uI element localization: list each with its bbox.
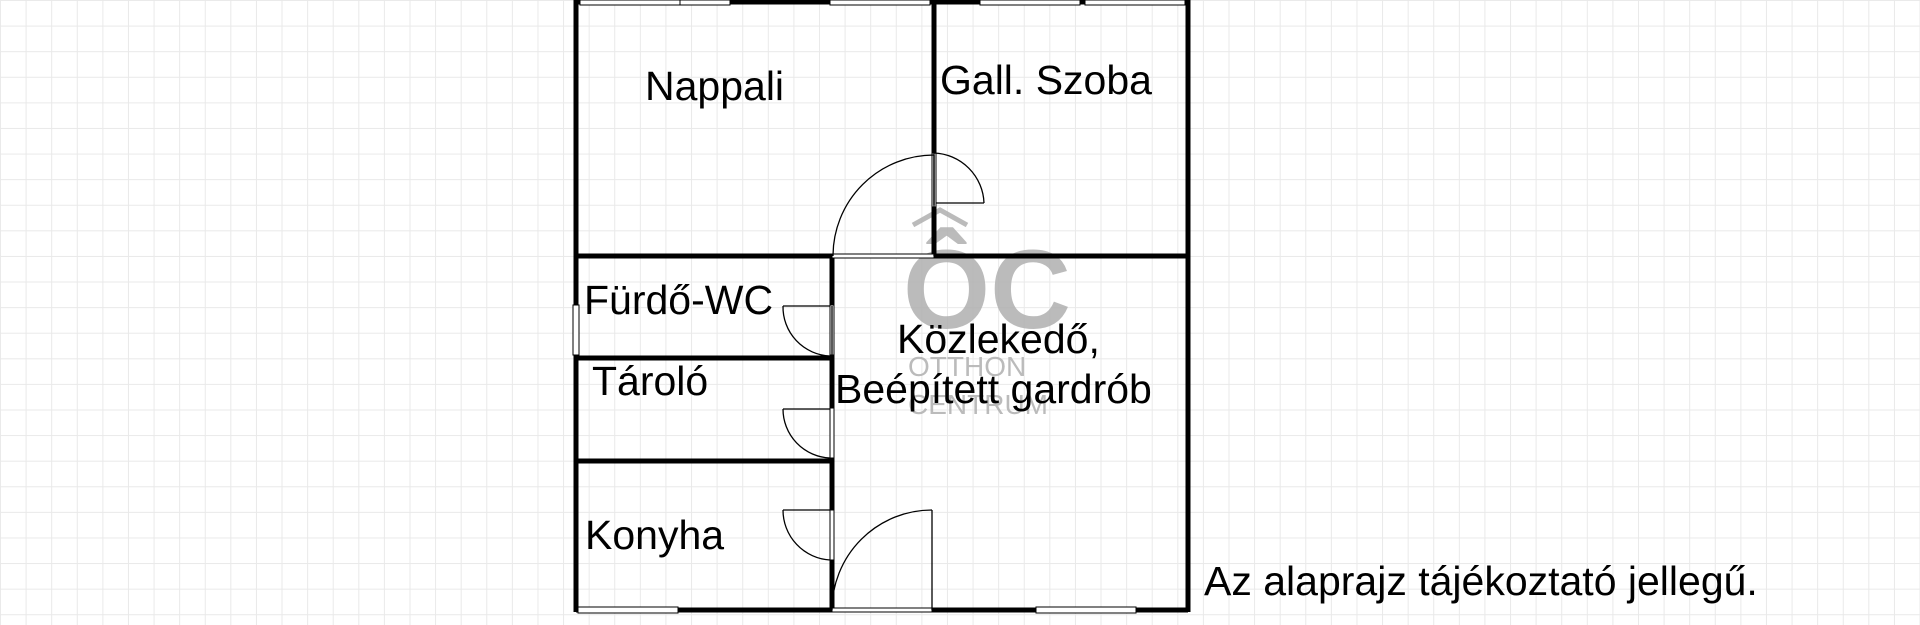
watermark-hat-mark (911, 207, 969, 228)
watermark-line-2: CENTRUM (908, 389, 1048, 420)
disclaimer-note: Az alaprajz tájékoztató jellegű. (1204, 558, 1758, 604)
otthon-centrum-watermark: ÔC OTTHON CENTRUM (903, 207, 1071, 420)
windows (572, 0, 1186, 614)
doors (782, 152, 985, 611)
room-label-nappali: Nappali (645, 63, 784, 109)
watermark-line-1: OTTHON (908, 351, 1026, 382)
door-gall-szoba (933, 152, 985, 205)
room-label-konyha: Konyha (585, 512, 724, 558)
window-top-5 (1084, 0, 1186, 6)
window-bottom-2 (1035, 606, 1137, 614)
door-entrance (831, 509, 933, 611)
room-label-kozlekedo-line-2: Beépített gardrób (835, 366, 1152, 412)
window-top-2 (679, 0, 731, 6)
door-furdo-wc (782, 305, 833, 357)
door-konyha (782, 509, 831, 561)
window-bottom-1 (577, 606, 679, 614)
watermark-logo: ÔC (903, 227, 1071, 352)
window-top-3 (829, 0, 931, 6)
room-label-tarolo: Tároló (592, 358, 708, 404)
room-label-kozlekedo-line-1: Közlekedő, (897, 316, 1100, 362)
threshold-nappali (831, 253, 935, 259)
room-label-gall-szoba: Gall. Szoba (940, 57, 1152, 103)
window-top-1 (579, 0, 681, 6)
threshold-storage (829, 407, 835, 459)
threshold-entrance (831, 607, 933, 613)
threshold-kitchen (829, 509, 835, 561)
window-left-bath (572, 304, 580, 356)
room-label-furdo-wc: Fürdő-WC (584, 277, 773, 323)
door-tarolo (782, 408, 831, 459)
window-top-4 (979, 0, 1081, 6)
